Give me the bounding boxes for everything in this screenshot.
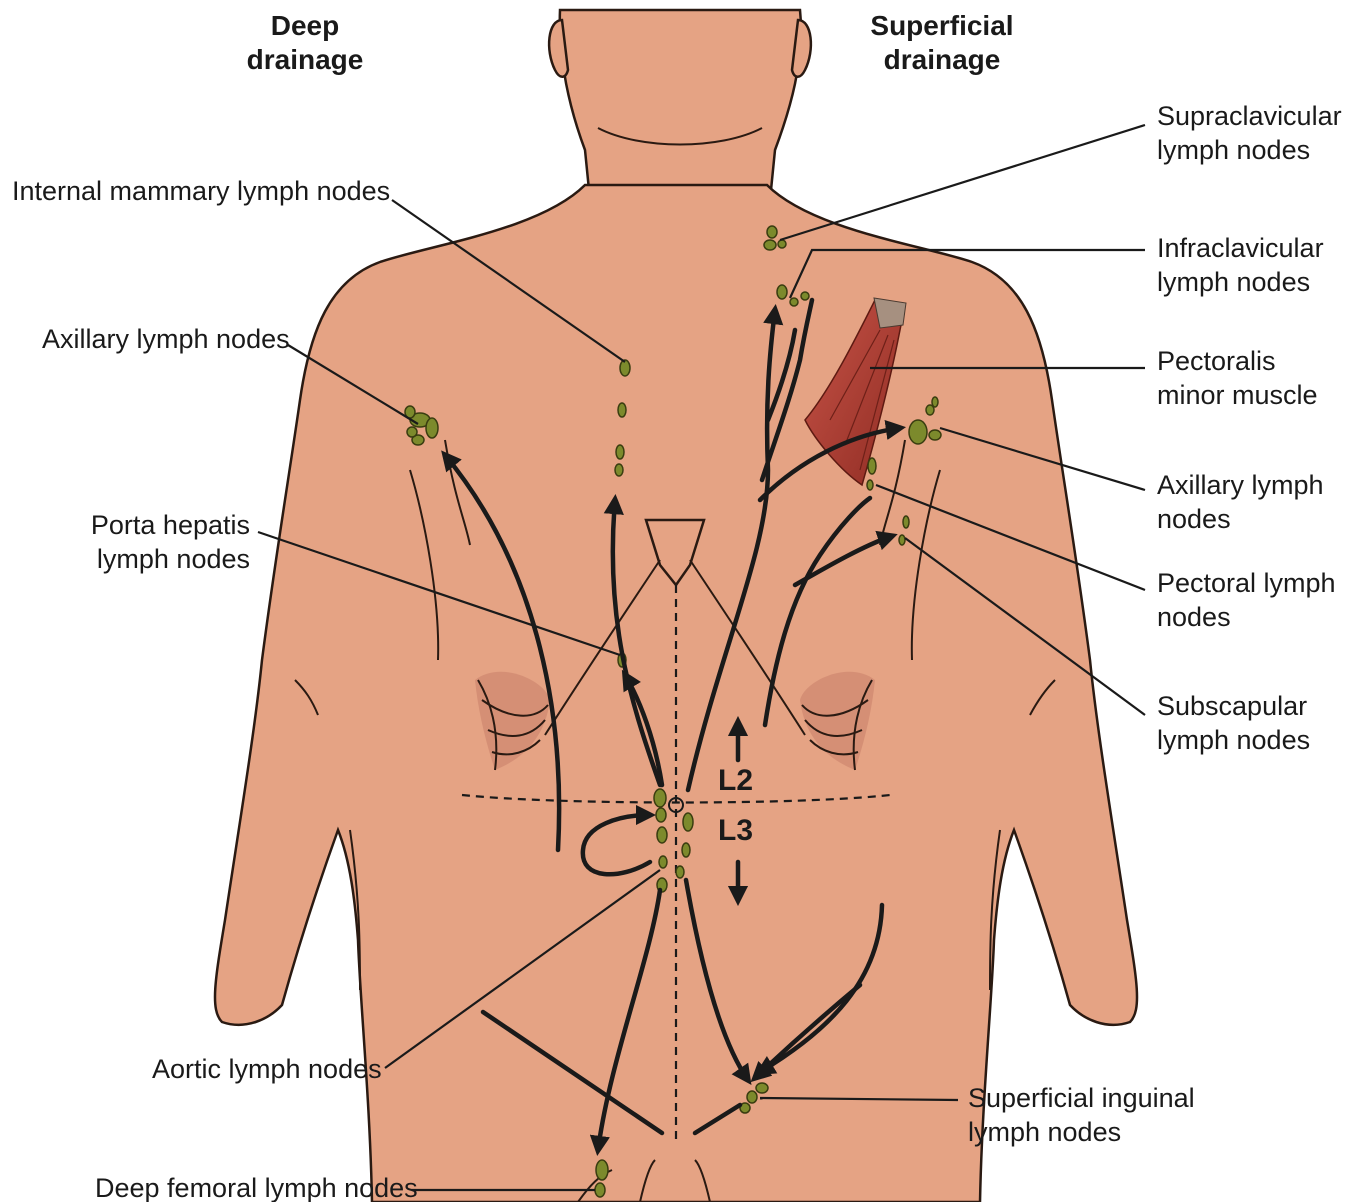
svg-text:Axillary lymph: Axillary lymph xyxy=(1157,470,1324,500)
svg-text:nodes: nodes xyxy=(1157,602,1231,632)
svg-text:lymph nodes: lymph nodes xyxy=(1157,725,1310,755)
label-porta-hepatis: Porta hepatis lymph nodes xyxy=(91,510,250,574)
label-superficial-inguinal: Superficial inguinal lymph nodes xyxy=(968,1083,1195,1147)
label-pectoralis-minor: Pectoralis minor muscle xyxy=(1157,346,1318,410)
level-label-l3: L3 xyxy=(718,814,753,847)
heading-superficial-line-1: Superficial xyxy=(870,10,1013,41)
svg-text:Superficial inguinal: Superficial inguinal xyxy=(968,1083,1195,1113)
svg-text:lymph nodes: lymph nodes xyxy=(968,1117,1121,1147)
heading-superficial-drainage: Superficial drainage xyxy=(870,10,1013,75)
svg-text:Infraclavicular: Infraclavicular xyxy=(1157,233,1324,263)
svg-text:lymph nodes: lymph nodes xyxy=(97,544,250,574)
heading-deep-line-1: Deep xyxy=(271,10,339,41)
svg-text:lymph nodes: lymph nodes xyxy=(1157,135,1310,165)
label-internal-mammary: Internal mammary lymph nodes xyxy=(12,176,390,206)
svg-text:Porta hepatis: Porta hepatis xyxy=(91,510,250,540)
heading-deep-line-2: drainage xyxy=(247,44,364,75)
label-axillary-right: Axillary lymph nodes xyxy=(1157,470,1324,534)
svg-text:Pectoralis: Pectoralis xyxy=(1157,346,1276,376)
svg-text:Supraclavicular: Supraclavicular xyxy=(1157,101,1342,131)
label-subscapular: Subscapular lymph nodes xyxy=(1157,691,1310,755)
label-axillary-left: Axillary lymph nodes xyxy=(42,324,290,354)
svg-text:Pectoral lymph: Pectoral lymph xyxy=(1157,568,1336,598)
heading-superficial-line-2: drainage xyxy=(884,44,1001,75)
label-aortic: Aortic lymph nodes xyxy=(152,1054,382,1084)
label-deep-femoral: Deep femoral lymph nodes xyxy=(95,1173,418,1202)
label-pectoral: Pectoral lymph nodes xyxy=(1157,568,1336,632)
svg-text:minor muscle: minor muscle xyxy=(1157,380,1318,410)
svg-text:nodes: nodes xyxy=(1157,504,1231,534)
heading-deep-drainage: Deep drainage xyxy=(247,10,364,75)
level-label-l2: L2 xyxy=(718,764,753,797)
label-supraclavicular: Supraclavicular lymph nodes xyxy=(1157,101,1342,165)
svg-text:Subscapular: Subscapular xyxy=(1157,691,1307,721)
svg-text:lymph nodes: lymph nodes xyxy=(1157,267,1310,297)
label-infraclavicular: Infraclavicular lymph nodes xyxy=(1157,233,1324,297)
